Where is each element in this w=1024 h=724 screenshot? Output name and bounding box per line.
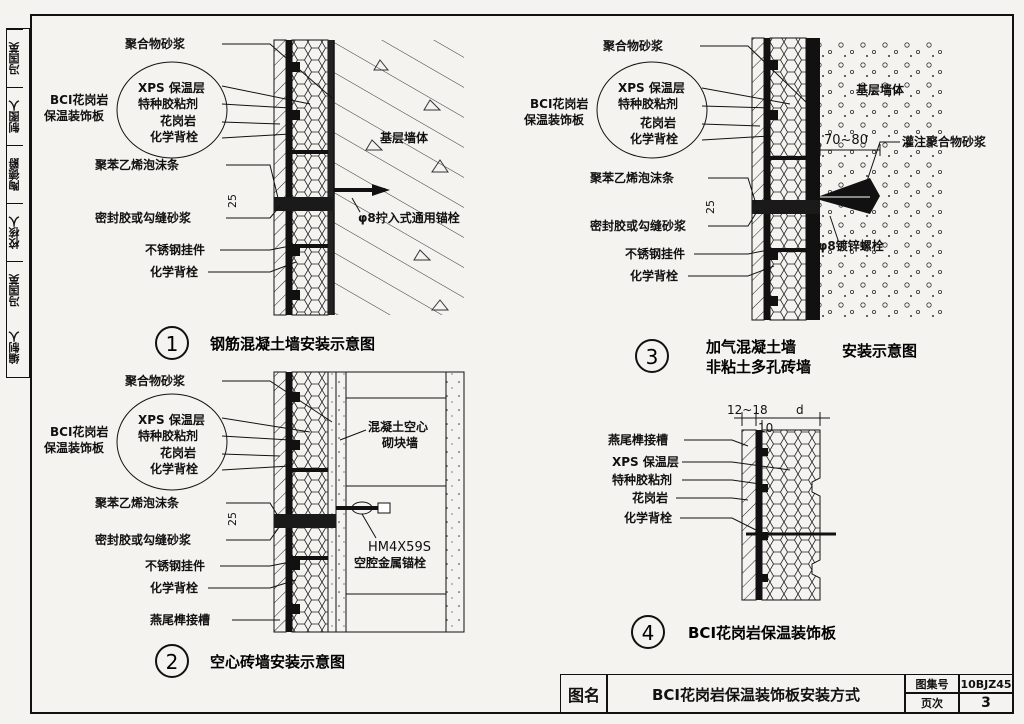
label-polymer-mortar-3: 聚合物砂浆 [602,38,664,53]
foam-strip [274,197,334,211]
label-foam-strip: 聚苯乙烯泡沫条 [94,157,180,172]
detail-4 [734,412,836,601]
signature-strip: 冯国英 制图人 陶德爵 校核人 冯国英 编制人 [6,28,30,378]
label-chem-bolt-5: 化学背栓 [630,131,678,146]
granite-layer [273,39,287,316]
detail-2 [273,371,465,633]
dimension-gap: 25 [226,194,239,208]
label-hollow-block-2: 砌块墙 [381,435,418,450]
label-base-wall-3: 基层墙体 [855,82,905,97]
glue-layer [286,40,292,315]
label-chem-bolt-7: 化学背栓 [624,510,672,525]
label-xps-2: XPS 保温层 [138,412,205,427]
label-anchor-1: φ8拧入式通用锚栓 [358,210,460,225]
figure-2-marker [155,644,189,678]
concrete-wall [334,40,464,315]
atlas-number: 10BJZ45 [958,674,1014,694]
figure-1-number: 1 [166,332,179,356]
figure-4-marker [631,615,665,649]
figure-1-caption: 钢筋混凝土墙安装示意图 [210,335,375,353]
figure-3-caption-1: 加气混凝土墙 [705,338,796,356]
label-granite-4: 花岗岩 [632,490,668,505]
figure-2-caption: 空心砖墙安装示意图 [210,653,345,671]
detail-1 [273,39,464,316]
dim-12-18: 12~18 [727,403,768,417]
dimension-gap-3: 25 [704,200,717,214]
label-special-glue-4: 特种胶粘剂 [612,472,672,487]
label-sealant: 密封胶或勾缝砂浆 [95,210,192,225]
leaders-detail-2 [116,380,377,621]
dimension-depth: 70~80 [824,133,868,148]
figure-4-number: 4 [642,621,655,645]
label-bci-board-3: BCI花岗岩 [50,424,108,439]
label-foam-strip-3: 聚苯乙烯泡沫条 [589,170,675,185]
label-anchor-3: φ8镀锌螺栓 [818,238,884,253]
label-xps-3: XPS 保温层 [618,80,685,95]
label-ss-hanger: 不锈钢挂件 [145,242,205,257]
figure-3-marker [635,339,669,373]
figure-3-caption-2: 非粘土多孔砖墙 [706,358,811,376]
label-sealant-2: 密封胶或勾缝砂浆 [95,532,192,547]
label-granite-2: 花岗岩 [160,445,196,460]
dim-d: d [796,403,804,417]
label-base-wall: 基层墙体 [379,130,429,145]
label-special-glue-3: 特种胶粘剂 [618,96,678,111]
label-bci-board-2: 保温装饰板 [43,108,105,123]
page-label: 页次 [904,692,960,714]
label-granite-3: 花岗岩 [640,115,676,130]
figure-3-caption-suffix: 安装示意图 [842,342,917,360]
label-bci-board-4: 保温装饰板 [43,440,105,455]
label-granite: 花岗岩 [160,113,196,128]
page-number: 3 [958,692,1014,714]
label-ss-hanger-3: 不锈钢挂件 [625,246,685,261]
label-dovetail-4: 燕尾榫接槽 [608,432,668,447]
label-chem-bolt-2: 化学背栓 [150,264,198,279]
label-chem-bolt-4: 化学背栓 [150,580,198,595]
label-ss-hanger-2: 不锈钢挂件 [145,558,205,573]
label-foam-strip-2: 聚苯乙烯泡沫条 [94,495,180,510]
label-bci-board: BCI花岗岩 [50,92,108,107]
label-special-glue: 特种胶粘剂 [138,96,198,111]
figure-3-number: 3 [646,345,659,369]
label-sealant-3: 密封胶或勾缝砂浆 [590,218,687,233]
drawing-frame [30,14,1014,714]
dim-10: 10 [758,421,773,435]
leaders-detail-1 [116,43,361,273]
label-grout: 灌注聚合物砂浆 [901,134,987,149]
label-xps: XPS 保温层 [138,80,205,95]
figure-2-number: 2 [166,650,179,674]
label-polymer-mortar: 聚合物砂浆 [124,36,186,51]
label-chem-bolt: 化学背栓 [150,129,198,144]
label-anchor-2b: 空腔金属锚栓 [354,555,426,570]
label-chem-bolt-3: 化学背栓 [150,461,198,476]
label-dovetail: 燕尾榫接槽 [150,612,210,627]
mortar-layer [328,40,334,315]
title-name-label: 图名 [560,674,608,714]
detail-3 [751,37,942,321]
label-bci-board-6: 保温装饰板 [523,112,585,127]
figure-4-caption: BCI花岗岩保温装饰板 [688,624,837,642]
label-hollow-block: 混凝土空心 [368,419,428,434]
drawing-title: BCI花岗岩保温装饰板安装方式 [606,674,906,714]
label-xps-4: XPS 保温层 [612,454,679,469]
label-anchor-2: HM4X59S [368,540,431,555]
label-bci-board-5: BCI花岗岩 [530,96,588,111]
xps-layer [291,39,329,316]
figure-1-marker [155,326,189,360]
label-chem-bolt-6: 化学背栓 [630,268,678,283]
dimension-gap-2: 25 [226,512,239,526]
atlas-label: 图集号 [904,674,960,694]
leaders-detail-4 [676,439,791,533]
label-special-glue-2: 特种胶粘剂 [138,428,198,443]
leaders-detail-3 [596,45,900,277]
title-block: 图名 BCI花岗岩保温装饰板安装方式 图集号 10BJZ45 页次 3 [560,674,1014,714]
label-polymer-mortar-2: 聚合物砂浆 [124,373,186,388]
